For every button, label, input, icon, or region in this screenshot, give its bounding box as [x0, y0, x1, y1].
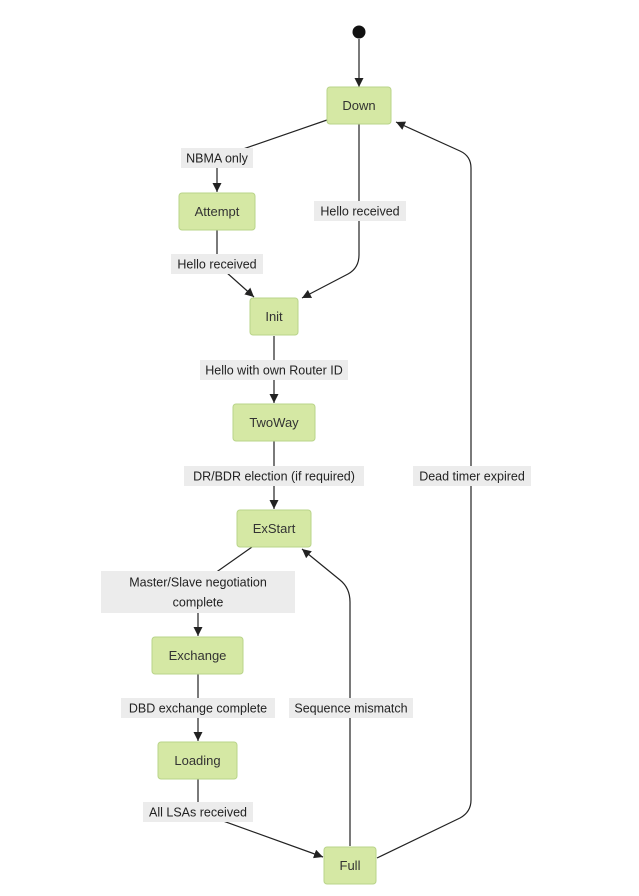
- edge-full-to-down: [376, 121, 472, 859]
- svg-text:Exchange: Exchange: [169, 648, 227, 663]
- state-twoway: TwoWay: [232, 403, 316, 442]
- svg-text:Hello with own Router ID: Hello with own Router ID: [205, 364, 343, 378]
- edge-full-to-exstart: [301, 548, 351, 846]
- svg-text:DBD exchange complete: DBD exchange complete: [129, 702, 267, 716]
- state-loading: Loading: [157, 741, 238, 780]
- svg-text:Hello received: Hello received: [177, 258, 256, 272]
- svg-text:Master/Slave negotiation: Master/Slave negotiation: [129, 576, 267, 590]
- svg-text:Init: Init: [265, 309, 283, 324]
- label-all-lsas-received: All LSAs received: [143, 802, 253, 822]
- svg-text:Down: Down: [342, 98, 375, 113]
- svg-text:complete: complete: [173, 596, 224, 610]
- label-nbma-only: NBMA only: [181, 148, 253, 168]
- label-hello-own-router-id: Hello with own Router ID: [200, 360, 348, 380]
- state-exstart: ExStart: [236, 509, 312, 548]
- svg-text:TwoWay: TwoWay: [249, 415, 299, 430]
- svg-text:Hello received: Hello received: [320, 205, 399, 219]
- state-full: Full: [323, 846, 377, 885]
- svg-text:ExStart: ExStart: [253, 521, 296, 536]
- svg-text:Sequence mismatch: Sequence mismatch: [294, 702, 407, 716]
- edge-down-to-init: [301, 124, 360, 299]
- svg-text:DR/BDR election (if required): DR/BDR election (if required): [193, 470, 355, 484]
- svg-text:All LSAs received: All LSAs received: [149, 806, 247, 820]
- state-init: Init: [249, 297, 299, 336]
- svg-text:Full: Full: [340, 858, 361, 873]
- label-master-slave-negotiation: Master/Slave negotiation complete: [101, 571, 295, 613]
- label-hello-received-attempt: Hello received: [171, 254, 263, 274]
- label-dbd-exchange-complete: DBD exchange complete: [121, 698, 275, 718]
- svg-text:Attempt: Attempt: [195, 204, 240, 219]
- label-dead-timer-expired: Dead timer expired: [413, 466, 531, 486]
- label-hello-received-down: Hello received: [314, 201, 406, 221]
- state-down: Down: [326, 86, 392, 125]
- initial-state-dot: [352, 25, 366, 39]
- state-attempt: Attempt: [178, 192, 256, 231]
- state-exchange: Exchange: [151, 636, 244, 675]
- svg-text:Loading: Loading: [174, 753, 220, 768]
- svg-text:NBMA only: NBMA only: [186, 152, 249, 166]
- label-sequence-mismatch: Sequence mismatch: [289, 698, 413, 718]
- svg-text:Dead timer expired: Dead timer expired: [419, 470, 525, 484]
- label-dr-bdr-election: DR/BDR election (if required): [184, 466, 364, 486]
